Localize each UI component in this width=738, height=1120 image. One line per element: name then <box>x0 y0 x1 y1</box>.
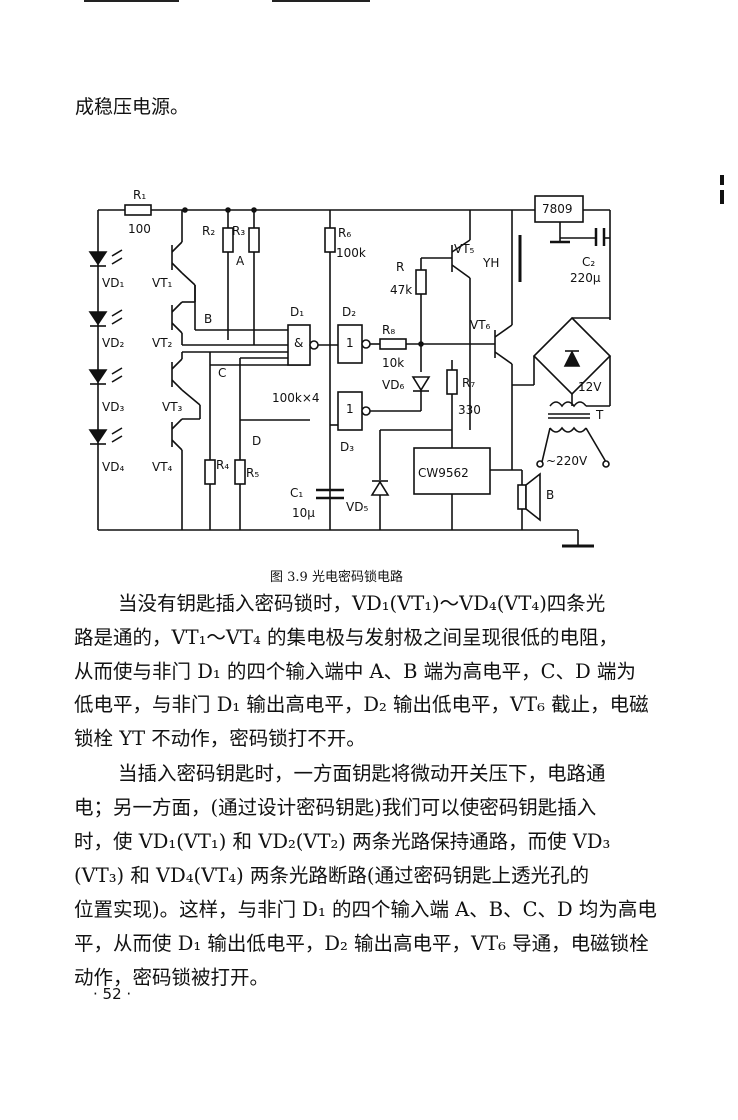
label-r: R <box>396 260 405 274</box>
circuit-labels: R₁ 100 R₂ R₃ R₆ 100k VT₅ YH 7809 C₂ 220μ… <box>102 188 604 520</box>
label-v12: 12V <box>578 380 602 394</box>
label-vt4: VT₄ <box>152 460 173 474</box>
para2-line: 当插入密码钥匙时，一方面钥匙将微动开关压下，电路通 <box>118 762 606 785</box>
label-r1: R₁ <box>133 188 147 202</box>
led-vd4 <box>88 427 123 445</box>
figure-caption: 图 3.9 光电密码锁电路 <box>270 570 403 585</box>
label-vt2: VT₂ <box>152 336 173 350</box>
label-r5: R₅ <box>246 466 260 480</box>
led-vd3 <box>88 367 123 385</box>
label-r1-value: 100 <box>128 222 151 236</box>
label-vd1: VD₁ <box>102 276 125 290</box>
circuit-diagram <box>88 195 612 548</box>
label-gate-d1: & <box>294 336 304 350</box>
label-d2: D₂ <box>342 305 357 319</box>
para2-line: 位置实现)。这样，与非门 D₁ 的四个输入端 A、B、C、D 均为高电 <box>74 898 657 921</box>
label-vd4: VD₄ <box>102 460 125 474</box>
label-d1: D₁ <box>290 305 305 319</box>
label-c2: C₂ <box>582 255 596 269</box>
label-b: B <box>204 312 213 326</box>
label-r6: R₆ <box>338 226 352 240</box>
label-vt3: VT₃ <box>162 400 183 414</box>
para1-line: 当没有钥匙插入密码锁时，VD₁(VT₁)～VD₄(VT₄)四条光 <box>118 592 606 615</box>
para2-line: (VT₃) 和 VD₄(VT₄) 两条光路断路(通过密码钥匙上透光孔的 <box>74 864 589 887</box>
label-c1: C₁ <box>290 486 304 500</box>
led-vd1 <box>88 249 123 267</box>
intro-line: 成稳压电源。 <box>75 96 190 118</box>
label-r3: R₃ <box>232 224 246 238</box>
label-yh: YH <box>483 256 500 270</box>
phototransistor-vt1 <box>171 210 183 274</box>
label-vd3: VD₃ <box>102 400 125 414</box>
label-vt5: VT₅ <box>454 242 475 256</box>
margin-mark <box>720 190 724 204</box>
label-r7: R₇ <box>462 376 476 390</box>
label-vd2: VD₂ <box>102 336 125 350</box>
label-c2-value: 220μ <box>570 271 601 285</box>
label-speaker: B <box>546 488 555 502</box>
label-r7-value: 330 <box>458 403 481 417</box>
label-r6-value: 100k <box>336 246 366 260</box>
label-gate-d2: 1 <box>346 336 354 350</box>
label-r8-value: 10k <box>382 356 405 370</box>
phototransistor-vt3 <box>171 358 183 391</box>
label-r2: R₂ <box>202 224 216 238</box>
label-a: A <box>236 254 245 268</box>
label-transformer: T <box>596 408 604 422</box>
label-d3: D₃ <box>340 440 355 454</box>
label-vt6: VT₆ <box>470 318 491 332</box>
label-vd5: VD₅ <box>346 500 369 514</box>
top-rule-left <box>84 0 179 2</box>
label-mains: ~220V <box>546 454 588 468</box>
label-vt1: VT₁ <box>152 276 173 290</box>
label-c1-value: 10μ <box>292 506 315 520</box>
label-r-value: 47k <box>390 283 413 297</box>
para2-line: 平，从而使 D₁ 输出低电平，D₂ 输出高电平，VT₆ 导通，电磁锁栓 <box>74 932 649 955</box>
margin-mark <box>720 175 724 185</box>
para1-line: 锁栓 YT 不动作，密码锁打不开。 <box>74 727 366 750</box>
label-d: D <box>252 434 262 448</box>
label-c: C <box>218 366 227 380</box>
para1-line: 路是通的，VT₁～VT₄ 的集电极与发射极之间呈现很低的电阻， <box>74 626 619 649</box>
phototransistor-vt4 <box>171 418 183 530</box>
led-vd2 <box>88 309 123 327</box>
para1-line: 从而使与非门 D₁ 的四个输入端中 A、B 端为高电平，C、D 端为 <box>74 660 636 683</box>
page-number: · 52 · <box>93 985 132 1003</box>
label-chip: CW9562 <box>418 466 469 480</box>
label-reg: 7809 <box>542 202 573 216</box>
label-res-array: 100k×4 <box>272 391 320 405</box>
top-rule-right <box>272 0 370 2</box>
phototransistor-vt2 <box>171 301 183 334</box>
para2-line: 动作，密码锁被打开。 <box>74 966 270 989</box>
para1-line: 低电平，与非门 D₁ 输出高电平，D₂ 输出低电平，VT₆ 截止，电磁 <box>74 693 649 716</box>
label-r4: R₄ <box>216 458 230 472</box>
label-r8: R₈ <box>382 323 396 337</box>
label-vd6: VD₆ <box>382 378 405 392</box>
para2-line: 时，使 VD₁(VT₁) 和 VD₂(VT₂) 两条光路保持通路，而使 VD₃ <box>74 830 611 853</box>
para2-line: 电；另一方面，(通过设计密码钥匙)我们可以使密码钥匙插入 <box>74 796 597 819</box>
label-gate-d3: 1 <box>346 402 354 416</box>
